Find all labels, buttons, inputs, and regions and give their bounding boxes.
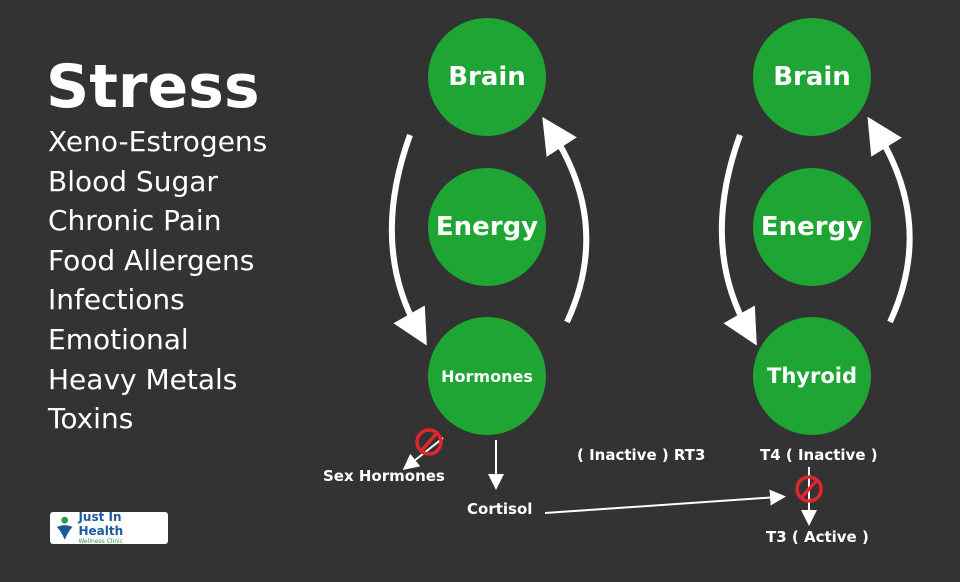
stress-factor-item: Food Allergens (48, 243, 255, 277)
block-icon (795, 475, 823, 503)
label-cortisol: Cortisol (467, 500, 533, 518)
node-hormones: Hormones (428, 317, 546, 435)
node-energy-left: Energy (428, 168, 546, 286)
cycle-arrow-down-right (718, 133, 757, 346)
stress-factor-item: Chronic Pain (48, 204, 222, 238)
logo-name: Just In Health (78, 510, 124, 538)
just-in-health-logo: Just In Health Wellness Clinic (50, 510, 168, 545)
logo-icon (56, 516, 73, 540)
stress-factor-item: Emotional (48, 322, 189, 356)
node-brain-right: Brain (753, 18, 871, 136)
stress-factor-item: Xeno-Estrogens (48, 125, 268, 158)
block-icon (415, 428, 443, 456)
label-sex-hormones: Sex Hormones (323, 467, 445, 485)
cycle-arrow-up-right (867, 116, 913, 324)
logo-subtitle: Wellness Clinic (78, 538, 123, 545)
label-t4: T4 ( Inactive ) (760, 446, 878, 464)
label-rt3: ( Inactive ) RT3 (577, 446, 706, 464)
node-energy-right: Energy (753, 168, 871, 286)
stress-title: Stress (46, 52, 260, 122)
cycle-arrow-down-left (388, 133, 427, 346)
arrow-cortisol-to-conversion (544, 489, 786, 514)
stress-factor-list: Xeno-Estrogens Blood Sugar Chronic Pain … (48, 122, 267, 439)
arrow-to-sex-hormones (402, 437, 444, 470)
node-brain-left: Brain (428, 18, 546, 136)
stress-factor-item: Infections (48, 283, 185, 317)
stress-factor-item: Blood Sugar (48, 164, 218, 198)
label-t3: T3 ( Active ) (766, 528, 869, 546)
cycle-arrow-up-left (542, 116, 590, 324)
node-thyroid: Thyroid (753, 317, 871, 435)
stress-factor-item: Toxins (48, 402, 134, 436)
stress-factor-item: Heavy Metals (48, 362, 238, 396)
